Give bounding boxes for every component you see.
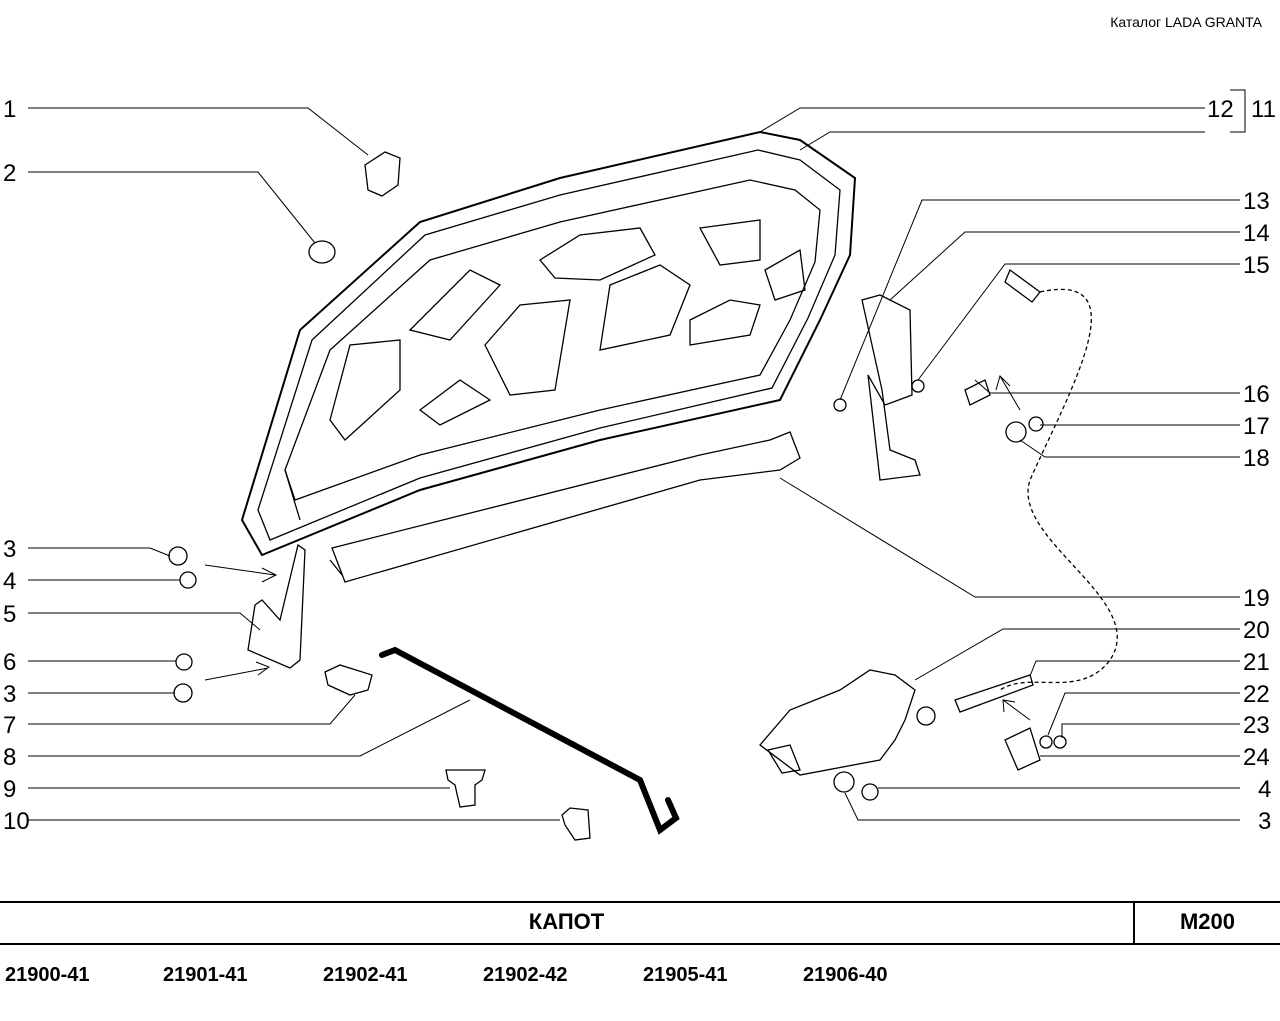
footer-border-middle xyxy=(0,943,1280,945)
callout-20: 20 xyxy=(1243,617,1270,644)
hood-seal xyxy=(329,431,801,583)
part-20-lock xyxy=(759,669,916,776)
part-8-prop-rod xyxy=(379,646,680,835)
model-code: 21901-41 xyxy=(163,964,248,986)
callout-4: 4 xyxy=(3,568,16,595)
callout-21: 21 xyxy=(1243,649,1270,676)
callout-19: 19 xyxy=(1243,585,1270,612)
part-3-washer-lock xyxy=(833,771,855,793)
callout-10: 10 xyxy=(3,808,30,835)
part-13-nut xyxy=(833,398,847,412)
part-2-plug xyxy=(308,240,336,264)
cable-sheath xyxy=(954,674,1034,713)
part-16-clip xyxy=(964,379,991,406)
callout-17: 17 xyxy=(1243,413,1270,440)
hood-parts-diagram: 1 2 3 4 5 6 3 7 8 9 10 12 11 13 14 15 16… xyxy=(3,89,1276,841)
part-23-washer xyxy=(1053,735,1067,749)
callout-23: 23 xyxy=(1243,712,1270,739)
callout-3b: 3 xyxy=(3,681,16,708)
part-21-cable xyxy=(999,288,1118,691)
lock-plate xyxy=(766,744,801,774)
catalog-title: Каталог LADA GRANTA xyxy=(1110,14,1262,30)
callout-18: 18 xyxy=(1243,445,1270,472)
leader-lines xyxy=(28,89,1246,821)
callout-7: 7 xyxy=(3,712,16,739)
part-4-nut-lock xyxy=(861,783,879,801)
callout-2: 2 xyxy=(3,160,16,187)
footer-border-top xyxy=(0,901,1280,903)
part-17-grommet xyxy=(1028,416,1044,432)
model-code: 21900-41 xyxy=(5,964,90,986)
model-code: 21906-40 xyxy=(803,964,888,986)
model-code: 21905-41 xyxy=(643,964,728,986)
callout-16: 16 xyxy=(1243,381,1270,408)
model-code: 21902-41 xyxy=(323,964,408,986)
callout-1: 1 xyxy=(3,96,16,123)
callout-9: 9 xyxy=(3,776,16,803)
callout-4b: 4 xyxy=(1258,776,1271,803)
part-14-safety-hook xyxy=(861,294,921,481)
hood-panel xyxy=(240,130,857,557)
part-7-clip xyxy=(324,664,373,696)
callout-11: 11 xyxy=(1251,96,1276,123)
part-18-bushing xyxy=(1005,421,1027,443)
footer-divider xyxy=(1133,901,1135,945)
part-5-hinge xyxy=(247,543,306,669)
section-code: M200 xyxy=(1179,909,1236,934)
part-24-bracket xyxy=(1004,727,1041,771)
cable-handle xyxy=(1004,268,1041,303)
callout-13: 13 xyxy=(1243,188,1270,215)
model-code: 21902-42 xyxy=(483,964,568,986)
callout-6: 6 xyxy=(3,649,16,676)
part-10-holder xyxy=(561,807,591,841)
callout-8: 8 xyxy=(3,744,16,771)
callout-12: 12 xyxy=(1207,96,1234,123)
part-22-bushing xyxy=(916,706,936,726)
part-15-spring xyxy=(911,379,925,393)
section-title: КАПОТ xyxy=(528,909,605,934)
part-4-nut xyxy=(179,571,197,589)
part-1-grommet xyxy=(364,151,401,197)
part-22-nut xyxy=(1039,735,1053,749)
part-3-washer xyxy=(168,546,188,566)
model-list: 21900-41 21901-41 21902-41 21902-42 2190… xyxy=(0,964,1280,998)
part-9-stop xyxy=(445,769,486,808)
callout-3c: 3 xyxy=(1258,808,1271,835)
callout-24: 24 xyxy=(1243,744,1270,771)
callout-15: 15 xyxy=(1243,252,1270,279)
callout-22: 22 xyxy=(1243,681,1270,708)
part-3-washer-lower xyxy=(173,683,193,703)
callout-14: 14 xyxy=(1243,220,1270,247)
part-6-bolt xyxy=(175,653,193,671)
callout-numbers: 1 2 3 4 5 6 3 7 8 9 10 12 11 13 14 15 16… xyxy=(3,96,1276,835)
callout-5: 5 xyxy=(3,601,16,628)
callout-3: 3 xyxy=(3,536,16,563)
